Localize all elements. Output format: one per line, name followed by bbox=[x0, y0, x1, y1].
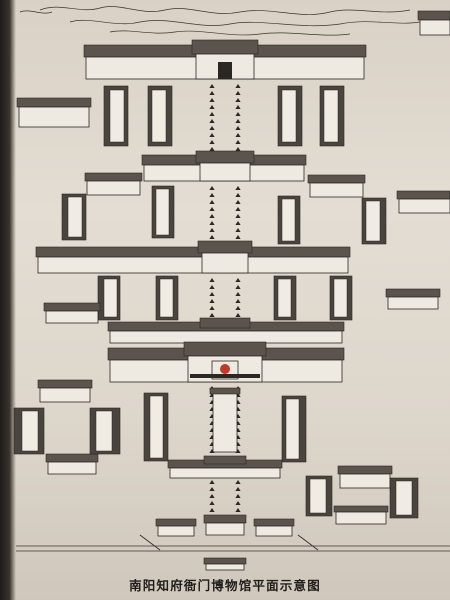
axis-tree bbox=[235, 292, 241, 296]
west-annex-1 bbox=[16, 97, 92, 128]
axis-tree bbox=[209, 119, 215, 123]
grand-hall bbox=[107, 341, 345, 383]
axis-tree bbox=[235, 285, 241, 289]
axis-tree bbox=[209, 98, 215, 102]
west-annex-6 bbox=[45, 453, 99, 475]
axis-tree bbox=[209, 186, 215, 190]
landscape-sketch bbox=[19, 6, 421, 36]
fourth-hall bbox=[107, 317, 345, 344]
street-frontage bbox=[16, 534, 450, 571]
axis-tree bbox=[209, 91, 215, 95]
axis-tree bbox=[209, 84, 215, 88]
axis-tree bbox=[235, 278, 241, 282]
axis-tree bbox=[209, 112, 215, 116]
axis-tree bbox=[235, 508, 241, 512]
axis-tree bbox=[209, 278, 215, 282]
axis-tree bbox=[209, 487, 215, 491]
axis-tree bbox=[235, 126, 241, 130]
axis-tree bbox=[209, 228, 215, 232]
axis-tree bbox=[209, 235, 215, 239]
axis-tree bbox=[235, 494, 241, 498]
axis-tree bbox=[209, 480, 215, 484]
east-annex-4 bbox=[385, 288, 441, 310]
axis-tree bbox=[235, 487, 241, 491]
red-seal-marker bbox=[220, 364, 230, 374]
axis-tree bbox=[235, 235, 241, 239]
axis-tree bbox=[209, 299, 215, 303]
axis-tree bbox=[235, 200, 241, 204]
axis-tree bbox=[209, 126, 215, 130]
axis-tree bbox=[235, 112, 241, 116]
axis-tree bbox=[235, 133, 241, 137]
axis-tree bbox=[235, 147, 241, 151]
axis-tree bbox=[209, 494, 215, 498]
top-right-house bbox=[417, 10, 450, 36]
axis-tree bbox=[235, 501, 241, 505]
axis-tree bbox=[235, 193, 241, 197]
west-annex-2 bbox=[84, 172, 143, 196]
axis-tree bbox=[235, 313, 241, 317]
axis-pavilion bbox=[209, 387, 241, 453]
ceremonial-gate bbox=[167, 455, 283, 479]
axis-tree bbox=[235, 207, 241, 211]
axis-tree bbox=[235, 98, 241, 102]
axis-tree bbox=[209, 140, 215, 144]
axis-tree bbox=[209, 313, 215, 317]
axis-tree bbox=[235, 84, 241, 88]
side-wings-row-2 bbox=[61, 185, 387, 245]
axis-tree bbox=[209, 285, 215, 289]
axis-tree bbox=[209, 501, 215, 505]
axis-tree bbox=[235, 299, 241, 303]
axis-tree bbox=[235, 186, 241, 190]
side-wings-row-3 bbox=[97, 275, 353, 321]
east-cluster bbox=[305, 465, 419, 525]
axis-tree bbox=[209, 207, 215, 211]
axis-tree bbox=[209, 105, 215, 109]
map-title: 南阳知府衙门博物馆平面示意图 bbox=[129, 578, 321, 593]
axis-tree bbox=[235, 140, 241, 144]
axis-tree bbox=[209, 200, 215, 204]
axis-tree bbox=[209, 292, 215, 296]
axis-tree bbox=[209, 147, 215, 151]
axis-tree bbox=[209, 508, 215, 512]
axis-tree bbox=[235, 221, 241, 225]
axis-tree bbox=[235, 480, 241, 484]
main-hall-rear bbox=[83, 39, 367, 80]
west-annex-4 bbox=[43, 302, 101, 324]
axis-tree bbox=[209, 214, 215, 218]
third-hall-row bbox=[35, 240, 351, 274]
axis-tree bbox=[235, 119, 241, 123]
board-frame-edge bbox=[0, 0, 16, 600]
axis-tree bbox=[235, 228, 241, 232]
axis-tree bbox=[209, 133, 215, 137]
courtyard-wings bbox=[13, 392, 307, 463]
axis-tree bbox=[235, 306, 241, 310]
side-wings-row-1 bbox=[103, 85, 345, 147]
axis-tree bbox=[235, 214, 241, 218]
east-annex-3 bbox=[396, 190, 450, 214]
axis-tree bbox=[209, 221, 215, 225]
axis-tree bbox=[235, 91, 241, 95]
axis-tree bbox=[209, 306, 215, 310]
second-hall bbox=[141, 150, 307, 182]
axis-tree bbox=[209, 193, 215, 197]
front-gate-row bbox=[155, 514, 295, 537]
east-annex-2 bbox=[307, 174, 366, 198]
axis-tree bbox=[235, 105, 241, 109]
west-annex-5 bbox=[37, 379, 93, 403]
axis-trees bbox=[209, 84, 241, 512]
